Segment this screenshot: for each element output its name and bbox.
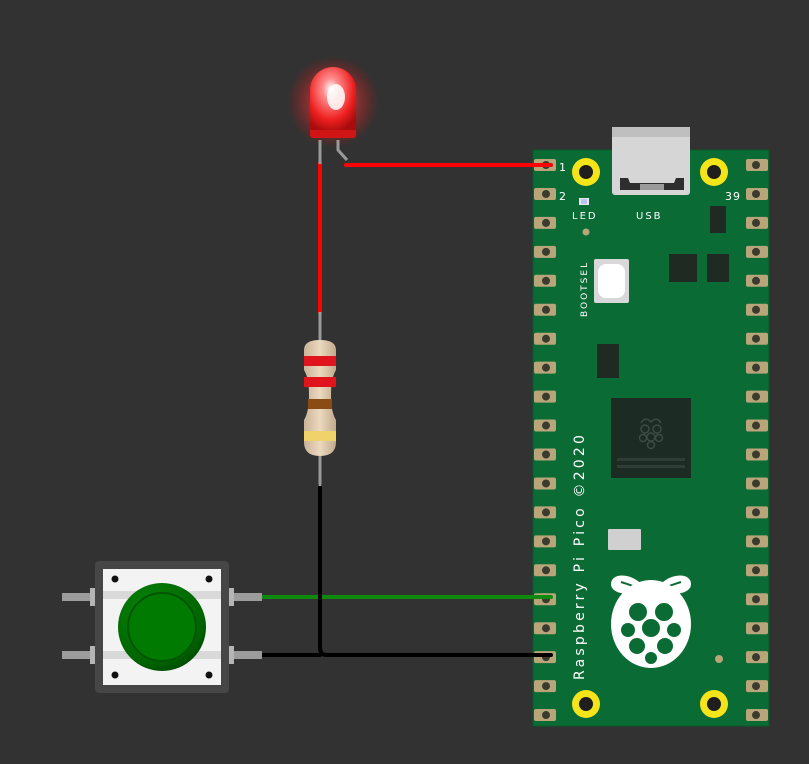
pin-pad[interactable] [746,303,768,316]
right-pin-header[interactable] [746,159,768,722]
pin-pad[interactable] [534,680,556,693]
pin-pad[interactable] [746,622,768,635]
mounting-hole [700,690,728,718]
pin-pad[interactable] [534,303,556,316]
raspberry-pi-pico-board[interactable]: 1 2 39 LED USB BOOTSEL [532,127,770,727]
pin-pad[interactable] [534,477,556,490]
wires [258,161,553,657]
raspberry-pi-logo-icon [611,575,691,668]
board-silkscreen: Raspberry Pi Pico ©2020 [572,432,588,680]
resistor-band [304,431,336,441]
pin-pad[interactable] [746,506,768,519]
regulator-chip [669,254,697,282]
pin-pad[interactable] [746,187,768,200]
pin-pad[interactable] [746,477,768,490]
usb-connector[interactable] [612,127,690,195]
bootsel-label: BOOTSEL [580,261,590,317]
pin-pad[interactable] [746,361,768,374]
pin-pad[interactable] [746,419,768,432]
pin-pad[interactable] [534,216,556,229]
pin-pad[interactable] [746,216,768,229]
pin-39-label: 39 [725,190,741,203]
pin-pad[interactable] [534,622,556,635]
pin-pad[interactable] [746,709,768,722]
pushbutton[interactable] [62,561,262,693]
mounting-hole [572,158,600,186]
pin-pad[interactable] [534,390,556,403]
test-point [582,228,590,236]
pin-pad[interactable] [746,651,768,664]
pin-pad[interactable] [746,448,768,461]
pin-pad[interactable] [746,159,768,171]
mounting-hole [700,158,728,186]
pin-pad[interactable] [534,709,556,722]
pin-pad[interactable] [534,564,556,577]
usb-label: USB [636,211,663,222]
crystal [710,206,726,233]
pin-pad[interactable] [534,535,556,548]
pin-pad[interactable] [534,651,556,664]
wire-ground[interactable] [318,483,553,657]
pin-pad[interactable] [534,419,556,432]
flash-chip [597,344,619,378]
led-label: LED [572,211,598,222]
pin-pad[interactable] [746,680,768,693]
resistor[interactable] [304,312,336,486]
pin-pad[interactable] [534,448,556,461]
red-led[interactable] [287,56,379,164]
pin-pad[interactable] [534,361,556,374]
pin-pad[interactable] [534,274,556,287]
pin-pad[interactable] [746,390,768,403]
resistor-band [304,356,336,366]
bootsel-button[interactable] [594,259,629,303]
smd-component [608,529,641,550]
pin-1-label: 1 [559,161,566,174]
rp2040-chip [611,398,691,478]
pin-pad[interactable] [746,535,768,548]
resistor-band [304,377,336,387]
pin-pad[interactable] [534,245,556,258]
pin-pad[interactable] [534,332,556,345]
test-point [715,655,723,663]
pin-pad[interactable] [534,506,556,519]
pin-pad[interactable] [746,332,768,345]
resistor-band [308,399,332,409]
mounting-hole [572,690,600,718]
pin-pad[interactable] [746,593,768,606]
pin-2-label: 2 [559,190,566,203]
pin-pad[interactable] [534,187,556,200]
pin-pad[interactable] [746,245,768,258]
pin-pad[interactable] [746,564,768,577]
pin-pad[interactable] [746,274,768,287]
inductor [707,254,729,282]
